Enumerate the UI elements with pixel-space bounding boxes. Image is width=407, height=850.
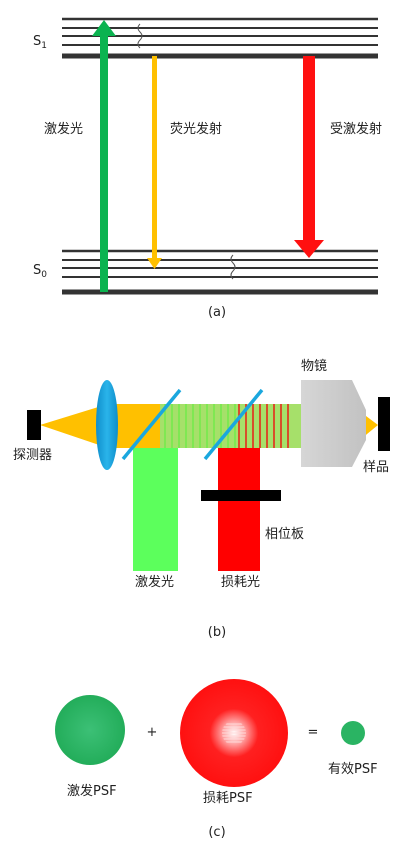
objective	[301, 380, 366, 467]
panel-b: 物镜 探测器 样品 相位板 激发光 损耗光 (b)	[13, 359, 390, 640]
excitation-label: 激发光	[44, 121, 83, 137]
s1-label: S1	[33, 34, 47, 51]
panel-c: + = 激发PSF 损耗PSF 有效PSF (c)	[55, 679, 378, 840]
s0-levels	[62, 249, 378, 295]
relaxation-squiggle-lower	[230, 254, 236, 280]
depletion-beam	[218, 448, 260, 571]
objective-label: 物镜	[301, 359, 327, 374]
equals-sign: =	[308, 725, 319, 740]
depletion-dichroic-mirror	[203, 388, 264, 461]
stimulated-emission-label: 受激发射	[330, 121, 382, 137]
caption-b: (b)	[208, 625, 226, 640]
excitation-beam-label: 激发光	[135, 574, 174, 590]
caption-a: (a)	[208, 305, 226, 320]
excitation-beam	[133, 448, 178, 571]
caption-c: (c)	[208, 825, 225, 840]
s1-levels	[62, 17, 378, 59]
depletion-psf-label: 损耗PSF	[203, 791, 253, 806]
depletion-beam-label: 损耗光	[221, 575, 260, 590]
fluorescence-label: 荧光发射	[170, 121, 222, 137]
detector	[27, 410, 41, 440]
excitation-dichroic-mirror	[121, 388, 182, 461]
depletion-stripes	[238, 404, 289, 448]
excitation-arrow	[92, 20, 116, 292]
fluorescence-arrow	[147, 56, 162, 269]
sample	[378, 397, 390, 451]
s0-label: S0	[33, 263, 47, 280]
effective-psf-label: 有效PSF	[328, 762, 378, 777]
depletion-psf-center-stripes	[222, 723, 246, 743]
stimulated-emission-arrow	[294, 56, 324, 258]
sample-label: 样品	[363, 460, 389, 475]
detector-label: 探测器	[13, 448, 52, 463]
effective-psf	[341, 721, 365, 745]
excitation-psf-label: 激发PSF	[67, 783, 117, 799]
relaxation-squiggle-upper	[137, 23, 143, 49]
excitation-psf	[55, 695, 125, 765]
lens	[96, 380, 118, 470]
phase-plate	[201, 490, 281, 501]
phase-plate-label: 相位板	[265, 527, 304, 542]
excitation-stripes	[164, 404, 236, 448]
panel-a: S1 S0 激发光 荧光发射 受激发射 (a)	[33, 17, 382, 320]
plus-sign: +	[147, 725, 158, 740]
